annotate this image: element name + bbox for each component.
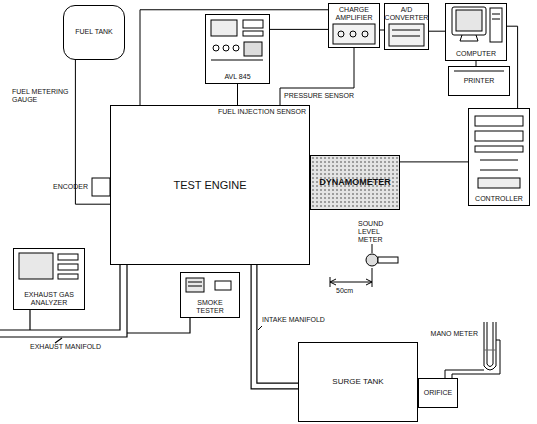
connector-path <box>75 60 110 204</box>
node-text: CHARGE AMPLIFIER <box>331 6 377 22</box>
leader-line <box>258 326 262 330</box>
printer-paper <box>454 71 504 72</box>
dynamometer-box: DYNAMOMETER <box>310 155 400 210</box>
amplifier-panel <box>333 24 375 44</box>
part-label: SOUND LEVEL METER <box>358 220 402 244</box>
instrument-box: CHARGE AMPLIFIER <box>328 3 380 48</box>
orifice-box: ORIFICE <box>418 378 458 408</box>
avl-panel <box>211 20 263 60</box>
part-label: EXHAUST MANIFOLD <box>30 343 120 351</box>
connector-path <box>237 84 238 105</box>
part-label: FUEL METERING GAUGE <box>12 88 70 104</box>
encoder-box <box>92 178 110 196</box>
controller-box: CONTROLLER <box>468 108 530 206</box>
node-text: EXHAUST GAS ANALYZER <box>16 291 82 307</box>
connector-path <box>429 31 445 32</box>
computer-box: COMPUTER <box>445 3 507 61</box>
connector-path <box>270 29 328 30</box>
signal-line <box>237 84 238 105</box>
node-text: SMOKE TESTER <box>183 299 237 315</box>
analyzer-box: EXHAUST GAS ANALYZER <box>13 248 85 310</box>
exhaust-pipe <box>0 265 190 343</box>
node-text: A/D CONVERTER <box>385 6 429 22</box>
node-text: AVL 845 <box>224 73 250 81</box>
signal-line <box>400 161 468 162</box>
tank-box: SURGE TANK <box>298 342 418 422</box>
signal-line <box>140 10 328 105</box>
engine-box: TEST ENGINE <box>110 105 310 265</box>
computer-monitor <box>452 7 502 42</box>
sound-level-meter <box>330 244 398 287</box>
node-text: FUEL TANK <box>75 28 113 36</box>
node-text: CONTROLLER <box>475 195 523 203</box>
part-label: 50cm <box>336 287 366 295</box>
node-text: ORIFICE <box>424 389 452 397</box>
tank-box: FUEL TANK <box>63 5 125 60</box>
connector-path <box>254 265 298 386</box>
signal-line <box>429 31 445 32</box>
signal-line <box>75 60 110 204</box>
connector-path <box>140 10 328 105</box>
pipe-bore <box>254 265 298 386</box>
analyzer-screen <box>19 253 78 279</box>
part-label: PRESSURE SENSOR <box>284 92 356 100</box>
manifold-pipe <box>254 265 298 386</box>
node-text: COMPUTER <box>456 50 496 58</box>
instrument-box: AVL 845 <box>205 14 270 84</box>
converter-panel <box>389 24 424 46</box>
printer-box: PRINTER <box>448 66 510 96</box>
controller-slots <box>475 116 523 188</box>
instrument-box: A/D CONVERTER <box>384 3 429 50</box>
connector-path <box>400 161 468 162</box>
node-text: DYNAMOMETER <box>317 177 393 187</box>
node-text: PRINTER <box>464 77 495 85</box>
part-label: FUEL INJECTION SENSOR <box>218 108 308 116</box>
tester-box: SMOKE TESTER <box>180 272 240 318</box>
part-label: ENCODER <box>38 183 88 191</box>
part-label: MANO METER <box>428 330 478 338</box>
part-label: INTAKE MANIFOLD <box>262 316 342 324</box>
node-text: SURGE TANK <box>332 377 383 386</box>
smoke-tester-panel <box>186 278 231 292</box>
node-text: TEST ENGINE <box>173 179 246 192</box>
signal-line <box>270 29 328 30</box>
